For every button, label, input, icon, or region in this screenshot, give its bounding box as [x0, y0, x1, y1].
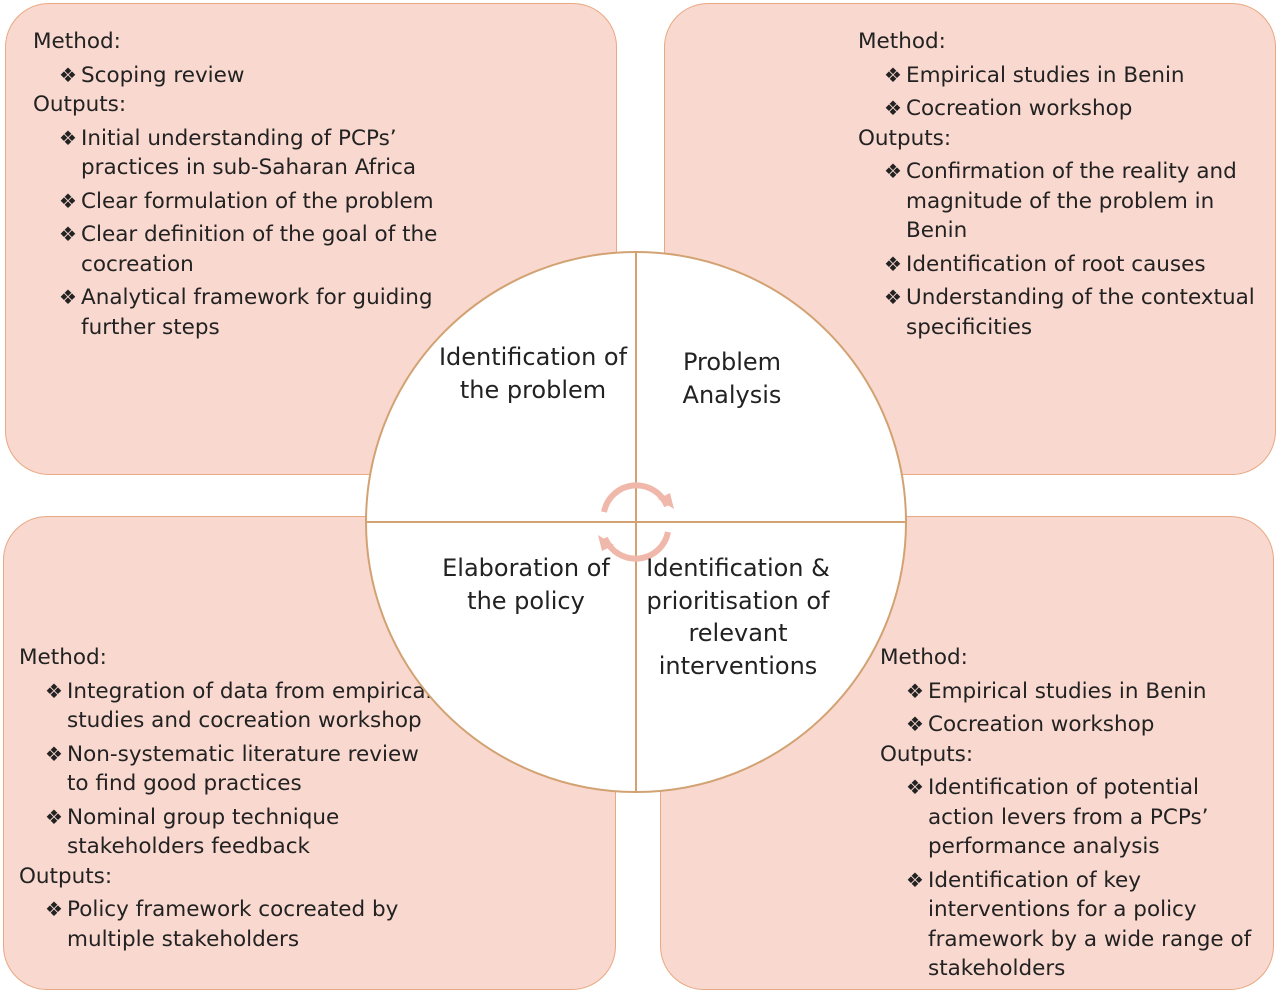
method-item: ❖Non-systematic literature review to fin…	[45, 741, 419, 797]
output-item: ❖Understanding of the contextual specifi…	[884, 285, 1255, 340]
diamond-bullet-icon: ❖	[59, 285, 77, 309]
method-heading: Method:	[858, 29, 946, 54]
output-item: ❖Clear definition of the goal of the coc…	[59, 222, 438, 277]
output-item: ❖Analytical framework for guiding furthe…	[59, 285, 433, 340]
diamond-bullet-icon: ❖	[906, 775, 924, 799]
diamond-bullet-icon: ❖	[884, 251, 902, 276]
diamond-bullet-icon: ❖	[59, 125, 77, 150]
method-heading: Method:	[880, 645, 968, 670]
output-item: ❖Initial understanding of PCPs’ practice…	[59, 125, 417, 181]
quadrant-label-analysis: Problem Analysis	[682, 348, 782, 409]
outputs-heading: Outputs:	[19, 863, 113, 889]
method-item: ❖Empirical studies in Benin	[858, 61, 1258, 91]
method-item: ❖Empirical studies in Benin	[880, 677, 1270, 707]
cycle-arrows-icon	[598, 482, 674, 562]
diamond-bullet-icon: ❖	[45, 678, 63, 703]
output-item: ❖Confirmation of the reality and magnitu…	[884, 159, 1237, 243]
diamond-bullet-icon: ❖	[906, 867, 924, 892]
output-item: ❖Identification of key interventions for…	[906, 867, 1252, 982]
top-left-text: Method: ❖Scoping review Outputs: ❖Initia…	[33, 27, 473, 342]
quadrant-label-elaboration: Elaboration of the policy	[442, 554, 610, 615]
diamond-bullet-icon: ❖	[59, 62, 77, 87]
quadrant-label-prioritisation: Identification & prioritisation of relev…	[646, 554, 830, 680]
method-heading: Method:	[33, 29, 121, 54]
diamond-bullet-icon: ❖	[59, 188, 77, 213]
outputs-heading: Outputs:	[858, 125, 952, 151]
top-right-text: Method: ❖Empirical studies in Benin ❖Coc…	[858, 27, 1258, 342]
method-item: ❖Integration of data from empirical stud…	[45, 678, 432, 734]
quadrant-label-identification: Identification of the problem	[438, 343, 628, 404]
method-item: ❖Nominal group technique stakeholders fe…	[45, 804, 340, 860]
bottom-left-text: Method: ❖Integration of data from empiri…	[19, 643, 439, 954]
diamond-bullet-icon: ❖	[906, 712, 924, 736]
diamond-bullet-icon: ❖	[884, 285, 902, 309]
diamond-bullet-icon: ❖	[906, 678, 924, 703]
outputs-heading: Outputs:	[880, 741, 974, 767]
bottom-right-text: Method: ❖Empirical studies in Benin ❖Coc…	[880, 643, 1270, 984]
diamond-bullet-icon: ❖	[45, 741, 63, 766]
method-item: ❖Cocreation workshop	[858, 94, 1258, 124]
diamond-bullet-icon: ❖	[884, 96, 902, 120]
method-item: ❖Cocreation workshop	[880, 710, 1270, 740]
output-item: ❖Identification of potential action leve…	[906, 775, 1209, 859]
diamond-bullet-icon: ❖	[884, 159, 902, 183]
output-item: ❖Clear formulation of the problem	[33, 187, 473, 217]
output-item: ❖Identification of root causes	[858, 250, 1258, 280]
method-heading: Method:	[19, 645, 107, 670]
output-item: ❖Policy framework cocreated by multiple …	[45, 897, 399, 952]
diamond-bullet-icon: ❖	[59, 222, 77, 246]
diamond-bullet-icon: ❖	[884, 62, 902, 87]
diamond-bullet-icon: ❖	[45, 804, 63, 829]
diamond-bullet-icon: ❖	[45, 897, 63, 921]
method-item: ❖Scoping review	[33, 61, 473, 91]
outputs-heading: Outputs:	[33, 92, 127, 117]
